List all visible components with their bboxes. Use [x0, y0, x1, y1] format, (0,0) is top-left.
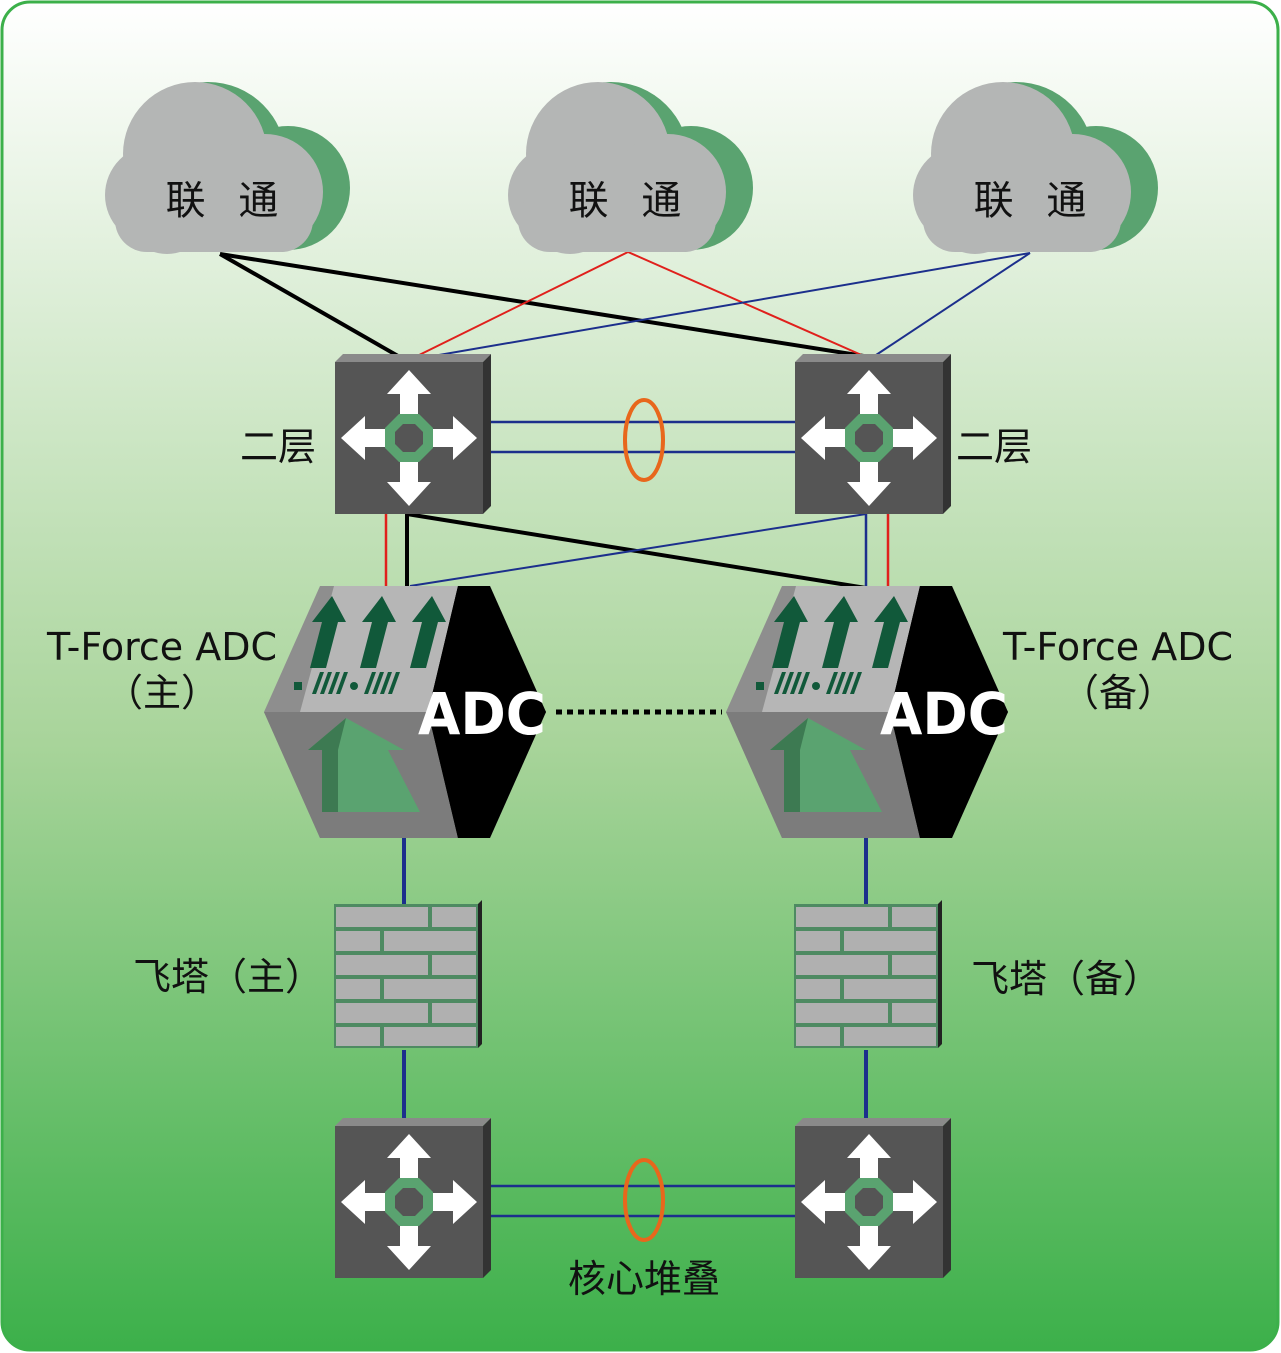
firewall-primary [334, 900, 482, 1048]
cloud-label: 联 通 [974, 178, 1097, 224]
link-cloud2-to-l2-right [627, 251, 867, 358]
core-stack-label: 核心堆叠 [568, 1257, 720, 1301]
adc-device-primary: ADC [264, 586, 546, 838]
stack-ring-core [623, 1158, 665, 1242]
uplink-links [219, 251, 1031, 362]
link-cloud3-to-l2-left [409, 252, 1031, 361]
stack-ring-layer2 [623, 398, 665, 482]
cloud-isp-2: 联 通 [508, 82, 753, 254]
firewall-backup-label: 飞塔（备） [971, 957, 1161, 1001]
adc-primary-role: （主） [105, 671, 219, 715]
link-cloud1-to-l2-right [219, 252, 871, 359]
firewall-backup [794, 900, 942, 1048]
adc-primary-name: T-Force ADC [46, 625, 277, 669]
layer2-left-label: 二层 [240, 425, 316, 469]
adc-backup-role: （备） [1061, 671, 1175, 715]
switch-core-left [335, 1118, 491, 1278]
link-cloud1-to-l2-left [219, 252, 406, 362]
cloud-isp-3: 联 通 [913, 82, 1158, 254]
switch-core-right [795, 1118, 951, 1278]
adc-device-label: ADC [880, 680, 1008, 748]
layer2-stack-links [482, 398, 798, 482]
layer2-right-label: 二层 [956, 425, 1032, 469]
cloud-isp-1: 联 通 [105, 82, 350, 254]
downlink-links [402, 838, 868, 1126]
link-cloud2-to-l2-left [408, 251, 629, 361]
l2-to-adc-links [384, 512, 890, 590]
core-stack-links [482, 1158, 798, 1242]
link-cloud3-to-l2-right [872, 252, 1031, 358]
cloud-label: 联 通 [569, 178, 692, 224]
switch-layer2-left [335, 354, 491, 514]
switch-layer2-right [795, 354, 951, 514]
adc-device-label: ADC [418, 680, 546, 748]
cloud-label: 联 通 [166, 178, 289, 224]
adc-backup-name: T-Force ADC [1002, 625, 1233, 669]
firewall-primary-label: 飞塔（主） [133, 955, 323, 999]
adc-device-backup: ADC [726, 586, 1008, 838]
